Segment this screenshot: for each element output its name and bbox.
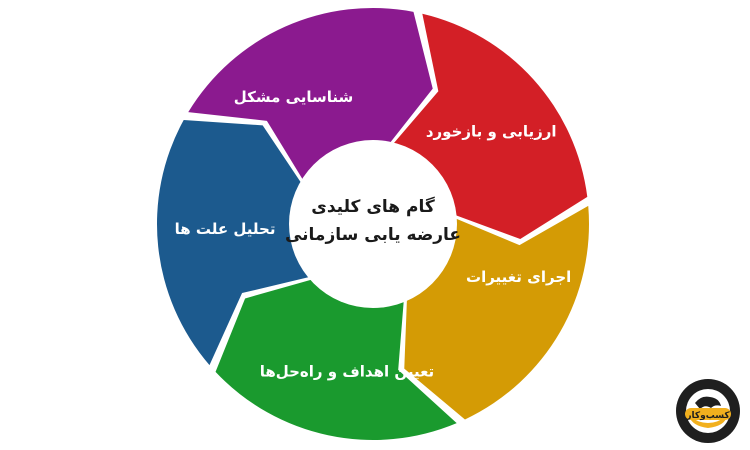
cycle-segment-2: [391, 13, 588, 239]
cycle-segment-label-2: ارزیابی و بازخورد: [426, 123, 557, 141]
cycle-segment-4: [215, 278, 457, 440]
center-title-line2: عارضه یابی سازمانی: [285, 225, 461, 245]
cycle-segment-label-3: اجرای تغییرات: [466, 268, 571, 286]
site-logo: کسب‌وکار: [675, 378, 741, 444]
cycle-segment-label-1: شناسایی مشکل: [234, 88, 354, 106]
cycle-segment-label-5: تحلیل علت ها: [175, 220, 276, 238]
cycle-segment-1: [188, 7, 433, 183]
segment-group: [157, 7, 589, 440]
cycle-segment-3: [404, 205, 589, 420]
globe-logo-icon: کسب‌وکار: [676, 379, 740, 443]
cycle-segment-5: [157, 119, 313, 366]
logo-text: کسب‌وکار: [685, 411, 730, 421]
cycle-segment-label-4: تعیین اهداف و راه‌حل‌ها: [260, 363, 434, 381]
center-circle: [289, 140, 457, 308]
center-title-line1: گام های کلیدی: [311, 196, 435, 217]
segment-label-group: شناسایی مشکل ارزیابی و بازخورد اجرای تغییر…: [175, 88, 572, 381]
